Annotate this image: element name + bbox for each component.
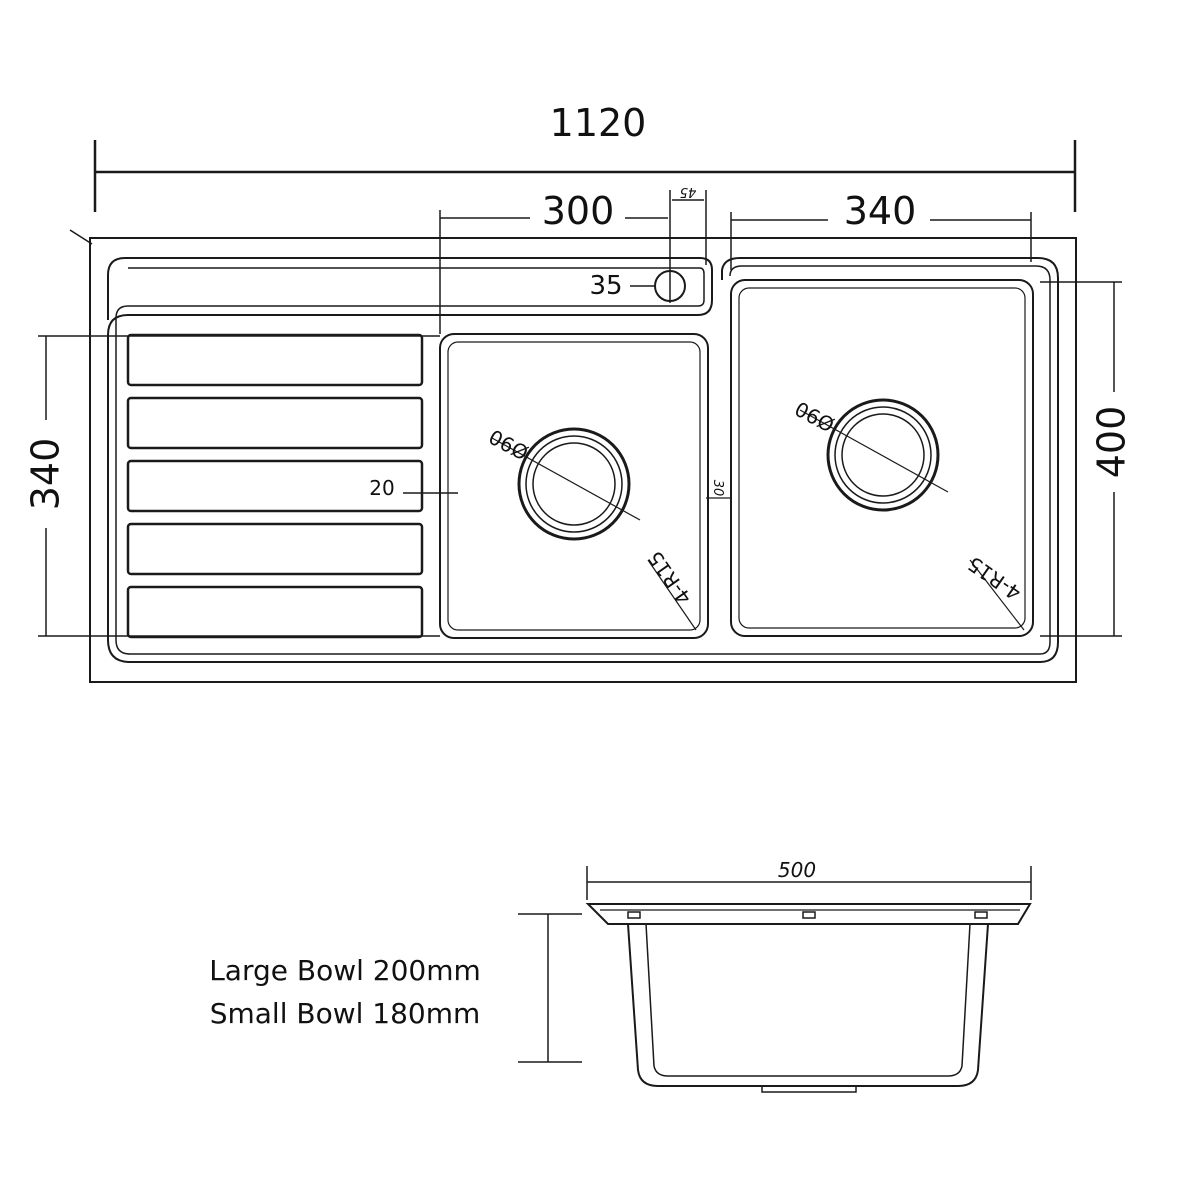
drainer-depth-label: 340	[24, 438, 68, 511]
small-bowl-depth-note: Small Bowl 180mm	[210, 997, 481, 1030]
sink-outer-rim	[89, 237, 1077, 683]
mounting-clip	[802, 911, 816, 919]
section-view-labels: 500 Large Bowl 200mm Small Bowl 180mm	[209, 858, 816, 1030]
drainer-grooves	[126, 333, 424, 639]
section-bowl-body	[627, 923, 989, 1087]
drainer-groove	[126, 522, 424, 576]
sink-inner-deck-outline-inner	[115, 265, 1051, 655]
large-bowl-corner-leader	[969, 559, 1025, 631]
small-bowl-inner	[447, 341, 701, 631]
mounting-clip	[974, 911, 988, 919]
large-bowl-corner-label: 4-R15	[963, 552, 1025, 606]
small-bowl-outer	[439, 333, 709, 639]
small-bowl-width-label: 300	[542, 189, 615, 233]
section-bowl-inner	[645, 923, 971, 1077]
sink-inner-deck-outline	[107, 257, 1059, 663]
section-waste	[761, 1085, 857, 1093]
large-bowl-width-label: 340	[844, 189, 917, 233]
large-bowl-waste-label: Ø90	[791, 396, 839, 437]
large-bowl-waste	[799, 398, 949, 512]
large-bowl-depth-note: Large Bowl 200mm	[209, 954, 481, 987]
rim-corner-mark	[69, 229, 93, 245]
section-view	[518, 866, 1032, 1093]
plan-view	[38, 140, 1122, 683]
section-width-label: 500	[778, 858, 816, 882]
large-bowl-inner	[738, 287, 1026, 629]
section-width-dimension	[586, 866, 1032, 900]
large-bowl-depth-dimension	[1040, 281, 1122, 637]
drainer-depth-dimension	[38, 335, 440, 637]
overall-width-dimension	[93, 140, 1077, 212]
mounting-clip	[627, 911, 641, 919]
drainer-groove	[126, 585, 424, 639]
drainer-groove	[126, 333, 424, 387]
large-bowl-width-dimension	[730, 212, 1032, 270]
drainer-groove	[126, 396, 424, 450]
small-bowl-corner-leader	[647, 559, 697, 631]
large-bowl-depth-label: 400	[1090, 406, 1134, 479]
large-bowl-outer	[730, 279, 1034, 637]
small-bowl-waste-label: Ø90	[485, 424, 533, 465]
small-bowl-waste	[491, 427, 641, 541]
tap-offset-label: 45	[680, 184, 697, 199]
bowl-depth-dimension	[518, 913, 582, 1063]
drainer-groove	[126, 459, 424, 513]
divider-label: 30	[710, 480, 725, 497]
section-rim	[585, 903, 1032, 925]
small-bowl-corner-label: 4-R15	[643, 547, 697, 609]
overall-width-label: 1120	[550, 101, 647, 145]
wall-gap-label: 20	[369, 476, 394, 500]
tap-hole-leader	[630, 190, 707, 303]
plan-view-labels: 1120 300 340 35 45 20 30 340 400 Ø90 Ø90…	[24, 101, 1134, 609]
tap-hole-label: 35	[589, 271, 622, 301]
small-bowl-width-dimension	[439, 210, 668, 334]
